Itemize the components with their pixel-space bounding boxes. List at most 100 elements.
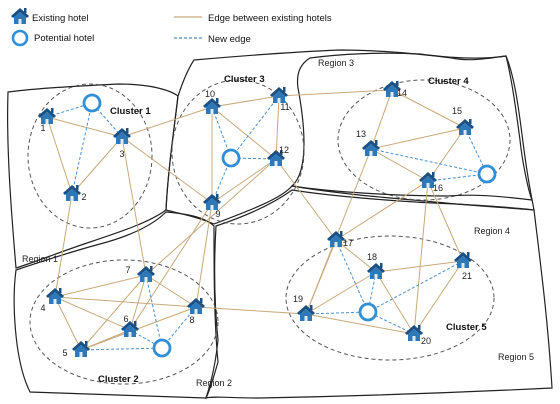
cluster-4-label: Cluster 4 — [428, 76, 469, 87]
hotel-label: 2 — [81, 192, 86, 202]
region-3-boundary — [165, 49, 533, 225]
hotel-icon — [187, 298, 205, 314]
existing-edge-8-19 — [195, 306, 307, 315]
hotel-label: 17 — [343, 238, 353, 248]
existing-edge-3-9 — [121, 136, 213, 204]
hotel-label: 13 — [356, 129, 366, 139]
hotel-icon — [362, 140, 380, 156]
existing-edge-11-12 — [275, 95, 280, 160]
hotel-label: 9 — [215, 209, 220, 219]
existing-edge-9-8 — [195, 202, 213, 308]
hotel-label: 19 — [293, 294, 303, 304]
hotel-icon — [113, 128, 131, 144]
existing-edge-5-8 — [80, 306, 197, 351]
region-5-label: Region 5 — [498, 352, 534, 362]
existing-edge-11-14 — [278, 89, 393, 97]
existing-edge-18-21 — [375, 260, 464, 273]
legend-new-edge: New edge — [208, 34, 251, 45]
hotel-label: 18 — [367, 252, 377, 262]
existing-edge-18-20 — [375, 271, 415, 335]
hotel-icon — [456, 119, 474, 135]
existing-edge-4-5 — [54, 296, 82, 351]
hotel-icon — [203, 98, 221, 114]
existing-edge-10-11 — [211, 95, 280, 108]
cluster-1-label: Cluster 1 — [110, 106, 151, 117]
legend-potential-hotel-icon — [11, 29, 29, 47]
cluster-2-boundary — [29, 259, 219, 385]
hotel-icon — [454, 252, 472, 268]
existing-edge-10-12 — [211, 106, 277, 160]
hotel-label: 16 — [433, 183, 443, 193]
potential-hotel-icon — [477, 164, 497, 184]
existing-edge-1-2 — [46, 116, 73, 195]
existing-edge-3-10 — [121, 106, 213, 138]
hotel-icon — [267, 150, 285, 166]
existing-edge-13-15 — [370, 127, 466, 150]
new-edge-2-P1 — [71, 102, 93, 195]
new-edge-19-P5 — [305, 311, 369, 315]
existing-edge-3-7 — [121, 136, 147, 276]
region-2-label: Region 2 — [196, 378, 232, 388]
hotel-icon — [327, 231, 345, 247]
potential-hotel-icon — [152, 338, 172, 358]
existing-edge-2-3 — [71, 136, 123, 195]
region-1-boundary — [7, 83, 179, 269]
hotel-icon — [137, 266, 155, 282]
hotel-label: 12 — [279, 145, 289, 155]
potential-hotel-icon — [82, 93, 102, 113]
existing-edge-12-9 — [211, 158, 277, 204]
region-4-boundary — [290, 52, 535, 211]
existing-edge-4-8 — [54, 296, 197, 308]
existing-edge-7-5 — [80, 274, 147, 351]
hotel-icon — [121, 321, 139, 337]
legend-potential-hotel: Potential hotel — [34, 33, 94, 44]
hotel-icon — [270, 87, 288, 103]
existing-edge-16-21 — [427, 180, 464, 262]
hotel-label: 21 — [462, 271, 472, 281]
legend-existing-hotel: Existing hotel — [32, 13, 89, 24]
region-4-label: Region 4 — [474, 226, 510, 236]
hotel-icon — [63, 185, 81, 201]
new-edge-21-P5 — [367, 260, 464, 313]
hotel-icon — [203, 194, 221, 210]
existing-edge-13-16 — [370, 148, 429, 182]
existing-edge-17-19 — [305, 239, 337, 315]
existing-edge-16-17 — [335, 180, 429, 241]
existing-edge-19-20 — [305, 313, 415, 335]
new-edge-11-P3 — [230, 95, 280, 159]
hotel-label: 7 — [125, 265, 130, 275]
existing-edge-14-13 — [370, 89, 393, 150]
hotel-label: 15 — [452, 106, 462, 116]
region-3-label: Region 3 — [318, 58, 354, 68]
hotel-label: 1 — [40, 123, 45, 133]
hotel-label: 10 — [205, 89, 215, 99]
hotel-icon — [38, 108, 56, 124]
hotel-label: 5 — [62, 348, 67, 358]
cluster-2-label: Cluster 2 — [98, 374, 139, 385]
region-2-boundary — [13, 211, 219, 399]
hotel-icon — [46, 288, 64, 304]
existing-edge-20-21 — [413, 260, 464, 335]
hotel-icon — [367, 263, 385, 279]
cluster-3-boundary — [171, 79, 305, 225]
existing-edge-12-17 — [275, 158, 337, 241]
existing-edge-12-7 — [145, 158, 277, 276]
existing-edge-17-18 — [335, 239, 377, 273]
legend: Existing hotel Potential hotel Edge betw… — [11, 8, 332, 47]
cluster-1-boundary — [27, 83, 153, 229]
potential-hotel-icon — [358, 302, 378, 322]
existing-edge-4-6 — [54, 296, 131, 331]
existing-edge-2-4 — [54, 193, 73, 298]
cluster-3-label: Cluster 3 — [224, 74, 265, 85]
legend-hotel-icon — [11, 8, 29, 24]
hotel-label: 14 — [397, 88, 407, 98]
hotel-icon — [419, 172, 437, 188]
new-edge-13-P4 — [370, 148, 488, 175]
legend-existing-edge: Edge between existing hotels — [208, 13, 332, 24]
hotel-label: 11 — [280, 102, 289, 112]
hotel-label: 8 — [189, 315, 194, 325]
existing-edge-18-19 — [305, 271, 377, 315]
hotel-icon — [72, 341, 90, 357]
new-edge-17-P5 — [335, 239, 369, 313]
